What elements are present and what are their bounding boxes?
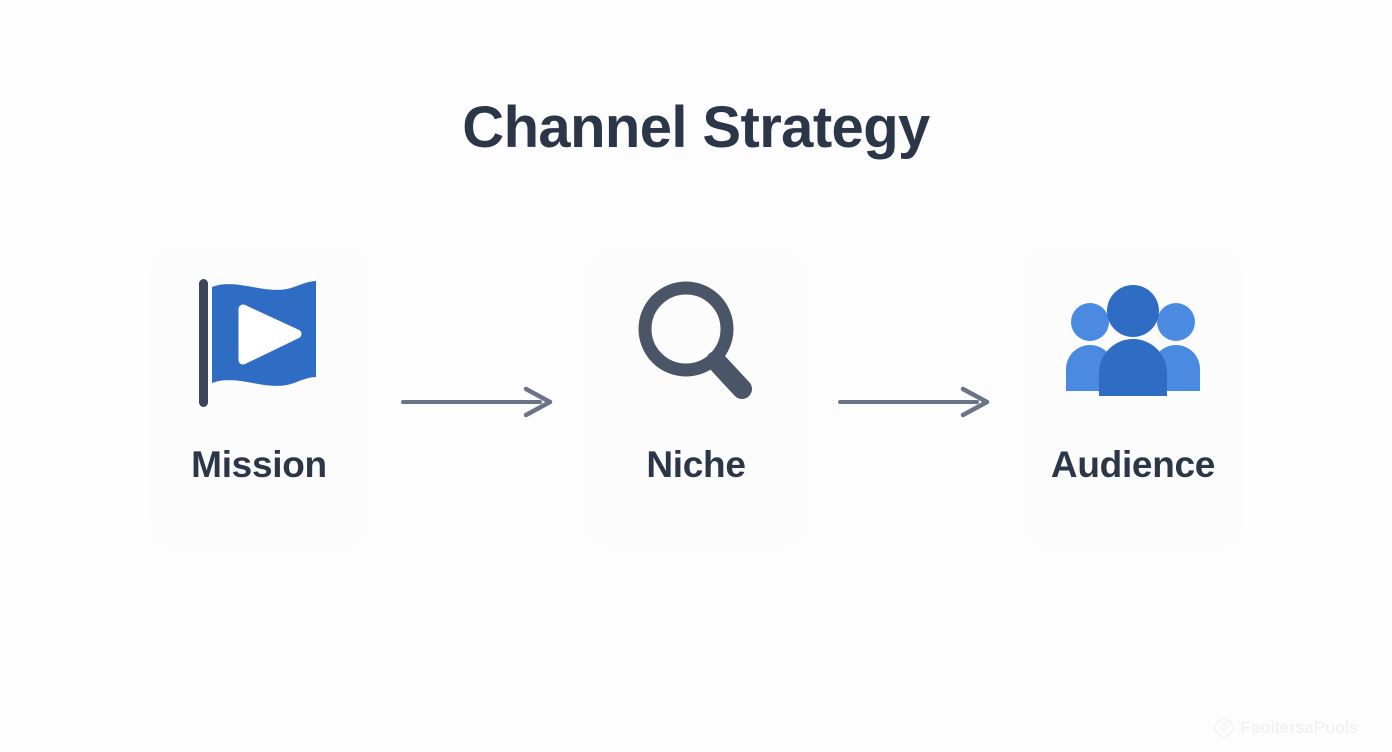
- people-group-icon: [1024, 248, 1242, 438]
- magnifying-glass-icon: [587, 248, 805, 438]
- copyright-icon: ©: [1215, 719, 1234, 737]
- flag-play-icon: [150, 248, 368, 438]
- flow-step-audience[interactable]: Audience: [1024, 248, 1242, 548]
- page-title: Channel Strategy: [462, 95, 930, 160]
- watermark-text: FeoitersaPuols: [1240, 718, 1358, 737]
- flow-step-label: Audience: [1050, 444, 1216, 485]
- flow-step-mission[interactable]: Mission: [150, 248, 368, 548]
- flow-step-label: Niche: [646, 444, 746, 485]
- arrow-right-icon: [385, 248, 571, 548]
- arrow-right-icon: [822, 248, 1008, 548]
- flow-diagram: Mission Niche: [150, 248, 1242, 548]
- watermark: © FeoitersaPuols: [1215, 718, 1358, 738]
- flow-step-niche[interactable]: Niche: [587, 248, 805, 548]
- flow-step-label: Mission: [191, 444, 327, 485]
